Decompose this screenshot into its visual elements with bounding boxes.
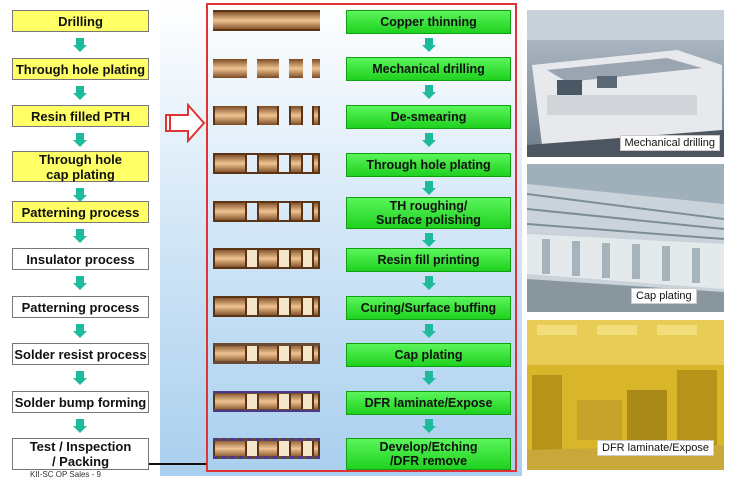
flow-step: Through hole cap plating	[12, 151, 149, 182]
footer-text: KII-SC OP Sales - 9	[30, 470, 101, 479]
photo-cap-plating: Cap plating	[527, 164, 724, 312]
process-step: TH roughing/ Surface polishing	[346, 197, 511, 229]
drilling-machine-image	[527, 10, 724, 157]
down-arrow-icon	[422, 276, 436, 290]
down-arrow-icon	[73, 324, 87, 338]
down-arrow-icon	[422, 85, 436, 99]
process-step: Curing/Surface buffing	[346, 296, 511, 320]
down-arrow-icon	[422, 181, 436, 195]
down-arrow-icon	[73, 371, 87, 385]
down-arrow-icon	[422, 371, 436, 385]
process-step: Copper thinning	[346, 10, 511, 34]
down-arrow-icon	[422, 419, 436, 433]
flow-step: Solder bump forming	[12, 391, 149, 413]
process-step: Develop/Etching /DFR remove	[346, 438, 511, 470]
process-step: Resin fill printing	[346, 248, 511, 272]
down-arrow-icon	[73, 229, 87, 243]
cleanroom-image	[527, 320, 724, 470]
process-step: Through hole plating	[346, 153, 511, 177]
down-arrow-icon	[73, 276, 87, 290]
down-arrow-icon	[73, 86, 87, 100]
board-cross-section	[213, 248, 320, 269]
process-step: DFR laminate/Expose	[346, 391, 511, 415]
down-arrow-icon	[73, 38, 87, 52]
pointer-arrow-icon	[165, 103, 206, 143]
board-cross-section	[213, 391, 320, 412]
plating-line-image	[527, 164, 724, 312]
flow-step: Test / Inspection / Packing	[12, 438, 149, 470]
photo-mechanical-drilling: Mechanical drilling	[527, 10, 724, 157]
board-cross-section	[213, 201, 320, 222]
flow-step: Resin filled PTH	[12, 105, 149, 127]
board-cross-section	[213, 59, 320, 78]
board-cross-section	[213, 106, 320, 125]
flow-step: Patterning process	[12, 201, 149, 223]
down-arrow-icon	[422, 233, 436, 247]
flow-step: Insulator process	[12, 248, 149, 270]
process-detail-frame	[206, 3, 517, 472]
down-arrow-icon	[73, 188, 87, 202]
photo-dfr-laminate: DFR laminate/Expose	[527, 320, 724, 470]
board-cross-section	[213, 10, 320, 31]
photo-label: DFR laminate/Expose	[597, 440, 714, 456]
footer-line	[149, 463, 206, 465]
board-cross-section	[213, 343, 320, 364]
process-step: Cap plating	[346, 343, 511, 367]
board-cross-section	[213, 438, 320, 459]
down-arrow-icon	[73, 419, 87, 433]
board-cross-section	[213, 153, 320, 174]
process-step: De-smearing	[346, 105, 511, 129]
flow-step: Through hole plating	[12, 58, 149, 80]
process-step: Mechanical drilling	[346, 57, 511, 81]
photo-label: Cap plating	[631, 288, 697, 304]
down-arrow-icon	[73, 133, 87, 147]
down-arrow-icon	[422, 38, 436, 52]
down-arrow-icon	[422, 324, 436, 338]
down-arrow-icon	[422, 133, 436, 147]
photo-label: Mechanical drilling	[619, 135, 720, 151]
flow-step: Drilling	[12, 10, 149, 32]
flow-step: Solder resist process	[12, 343, 149, 365]
flow-step: Patterning process	[12, 296, 149, 318]
board-cross-section	[213, 296, 320, 317]
